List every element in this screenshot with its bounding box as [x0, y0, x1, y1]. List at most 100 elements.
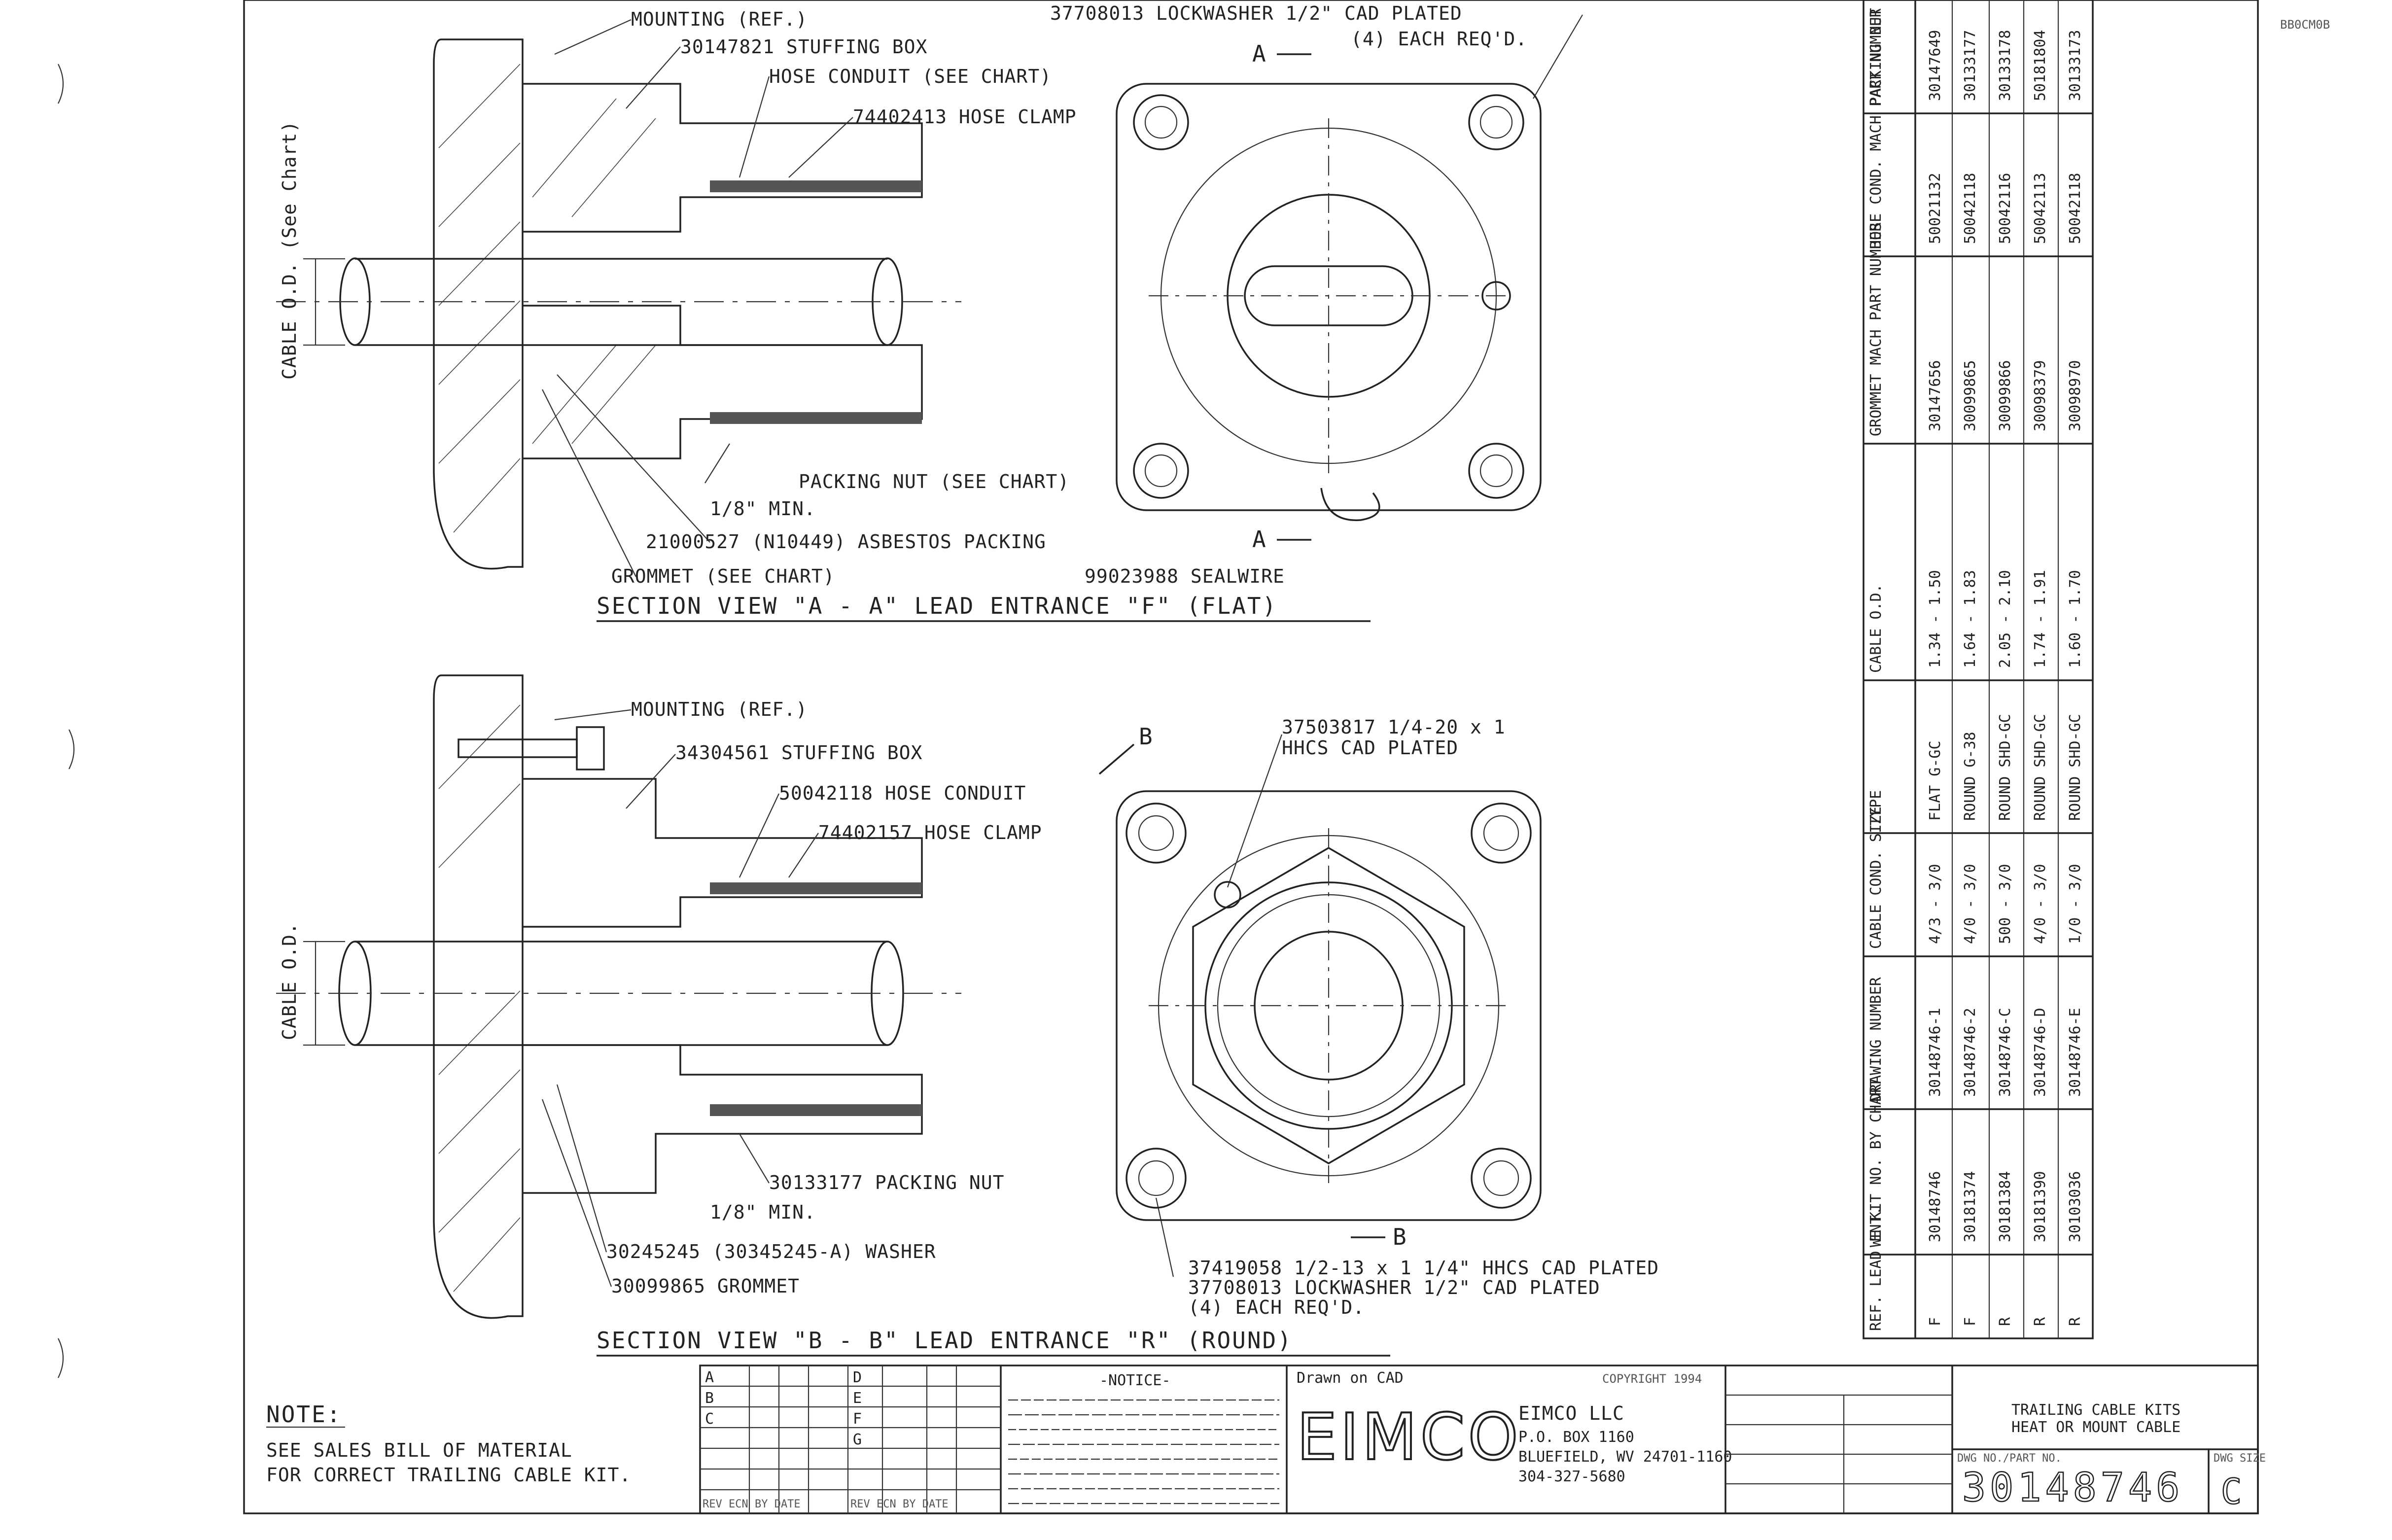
chart-cell: 30181374: [1962, 1171, 1979, 1243]
callout-bolt-1-b: 37503817 1/4-20 x 1: [1282, 716, 1506, 738]
chart-cell: 30098379: [2032, 360, 2049, 432]
callout-packing-nut-b: 30133177 PACKING NUT: [769, 1172, 1005, 1193]
chart-cell: 2.05 - 2.10: [1997, 570, 2014, 668]
rev-e: E: [853, 1390, 862, 1407]
chart-cell: 50021132: [1927, 173, 1944, 245]
chart-header-5: CABLE O.D.: [1867, 584, 1885, 673]
cut-label-b-top: B: [1139, 723, 1154, 750]
bolt-holes-b: [1126, 803, 1532, 1209]
cut-label-a-bottom: A: [1252, 526, 1267, 553]
chart-cell: ROUND SHD-GC: [2067, 714, 2084, 821]
margin-marks: [58, 64, 75, 1378]
chart-cell: 30133173: [2067, 30, 2084, 102]
chart-cell: 50042116: [1997, 173, 2014, 245]
chart-header-7: HOSE COND. MACH PART NUMBER: [1867, 8, 1885, 249]
mounting-hatch-b: [438, 704, 521, 1292]
chart-cell: 30098970: [2067, 360, 2084, 432]
chart-header-6: GROMMET MACH PART NUMBER: [1867, 222, 1885, 436]
chart-cell: 30181384: [1997, 1171, 2014, 1243]
company-line-3: BLUEFIELD, WV 24701-1160: [1518, 1448, 1732, 1466]
rev-d: D: [853, 1369, 862, 1386]
chart-cell: F: [1927, 1317, 1944, 1326]
drawn-on-cad: Drawn on CAD: [1297, 1369, 1404, 1387]
section-a-view: CABLE O.D. (See Chart) MOUNTING (REF.) 3…: [276, 2, 1583, 622]
chart-cell: 30148746: [1927, 1171, 1944, 1243]
bolt-shank-b: [457, 738, 578, 758]
chart-cell: 30147649: [1927, 30, 1944, 102]
chart-header-8: PACKING NUT MACH PART NUMBER: [1867, 0, 1885, 106]
chart-cell: 30148746-D: [2032, 1008, 2049, 1097]
chart-cell: 30148746-1: [1927, 1008, 1944, 1097]
dwg-size: C: [2221, 1471, 2242, 1512]
company-line-2: P.O. BOX 1160: [1518, 1429, 1634, 1446]
rev-a: A: [705, 1369, 714, 1386]
chart-cell: ROUND SHD-GC: [2032, 714, 2049, 821]
callout-stuffing-box-a: 30147821 STUFFING BOX: [680, 36, 927, 58]
chart-cell: R: [2067, 1317, 2084, 1326]
callout-packing-nut-a: PACKING NUT (SEE CHART): [799, 471, 1069, 492]
hex-packing-nut-b: [1192, 846, 1465, 1165]
company-line-4: 304-327-5680: [1518, 1468, 1625, 1485]
bolt-head-b: [576, 726, 605, 770]
chart-cell: 30147656: [1927, 360, 1944, 432]
hose-conduit-top-a: [710, 180, 922, 192]
dwg-size-label: DWG SIZE: [2214, 1452, 2266, 1465]
chart-header-2: DRAWING NUMBER: [1867, 977, 1885, 1102]
stuffing-box-top-b: [523, 778, 923, 928]
chart-cell: 30099865: [1962, 360, 1979, 432]
section-b-view: CABLE O.D. MOUNTING (REF.) 34304561 STUF…: [276, 674, 1659, 1357]
notes-heading: NOTE:: [266, 1401, 342, 1428]
chart-cell: 30148746-E: [2067, 1008, 2084, 1097]
rev-footer-right: REV ECN BY DATE: [850, 1498, 949, 1510]
chart-cell: 50042118: [1962, 173, 1979, 245]
rev-c: C: [705, 1410, 714, 1428]
notice-text-lines: [1008, 1399, 1279, 1505]
title-block: A B C D E F G REV ECN BY DATE REV ECN BY…: [699, 1365, 2266, 1514]
chart-cell: 50042118: [2067, 173, 2084, 245]
callout-lockwasher-qty-a: (4) EACH REQ'D.: [1351, 28, 1527, 50]
kit-chart-table: REF. LEAD ENT. WE KIT NO. BY CHART DRAWI…: [1863, 0, 2094, 1339]
callout-hhcs-3-b: (4) EACH REQ'D.: [1188, 1296, 1365, 1318]
sealwire-loop-a: [1320, 488, 1380, 522]
callout-hose-conduit-a: HOSE CONDUIT (SEE CHART): [769, 66, 1052, 87]
callout-bolt-2-b: HHCS CAD PLATED: [1282, 737, 1458, 759]
callout-min-a: 1/8" MIN.: [710, 498, 816, 520]
sheet-code: BB0CM0B: [2280, 18, 2330, 32]
chart-cell: 4/3 - 3/0: [1927, 864, 1944, 944]
rev-g: G: [853, 1431, 862, 1448]
chart-cell: 30181390: [2032, 1171, 2049, 1243]
callout-sealwire-a: 99023988 SEALWIRE: [1085, 565, 1285, 587]
flange-plate-a: [1116, 83, 1542, 511]
chart-cell: 1.60 - 1.70: [2067, 570, 2084, 668]
cut-label-a-top: A: [1252, 40, 1267, 67]
mounting-wall-a: [433, 38, 524, 570]
chart-cell: 4/0 - 3/0: [1962, 864, 1979, 944]
cut-label-b-bottom: B: [1393, 1224, 1408, 1250]
rev-b: B: [705, 1390, 714, 1407]
dwg-number-label: DWG NO./PART NO.: [1957, 1452, 2062, 1465]
hose-conduit-bottom-b: [710, 1104, 922, 1116]
chart-cell: 1.64 - 1.83: [1962, 570, 1979, 668]
chart-cell: R: [2032, 1317, 2049, 1326]
callout-hhcs-1-b: 37419058 1/2-13 x 1 1/4" HHCS CAD PLATED: [1188, 1257, 1659, 1279]
section-b-title: SECTION VIEW "B - B" LEAD ENTRANCE "R" (…: [597, 1327, 1293, 1354]
callout-grommet-a: GROMMET (SEE CHART): [611, 565, 835, 587]
callout-hose-clamp-b: 74402157 HOSE CLAMP: [818, 822, 1042, 843]
chart-cell: ROUND SHD-GC: [1997, 714, 2014, 821]
cable-od-label-b: CABLE O.D.: [279, 922, 300, 1040]
chart-cell: F: [1962, 1317, 1979, 1326]
callout-stuffing-box-b: 34304561 STUFFING BOX: [675, 742, 922, 764]
callout-min-b: 1/8" MIN.: [710, 1201, 816, 1223]
chart-cell: 30133178: [1997, 30, 2014, 102]
callout-washer-b: 30245245 (30345245-A) WASHER: [606, 1241, 936, 1262]
cable-a: [355, 258, 887, 346]
callout-hose-conduit-b: 50042118 HOSE CONDUIT: [779, 782, 1026, 804]
callout-hose-clamp-a: 74402413 HOSE CLAMP: [853, 106, 1077, 128]
chart-cell: ROUND G-38: [1962, 732, 1979, 821]
chart-cell: 30148746-C: [1997, 1008, 2014, 1097]
chart-header-0: REF. LEAD ENT.: [1867, 1206, 1885, 1331]
copyright-label: COPYRIGHT 1994: [1602, 1372, 1702, 1386]
drawing-title-2: HEAT OR MOUNT CABLE: [2011, 1419, 2181, 1436]
cable-od-label-a: CABLE O.D. (See Chart): [279, 121, 300, 380]
